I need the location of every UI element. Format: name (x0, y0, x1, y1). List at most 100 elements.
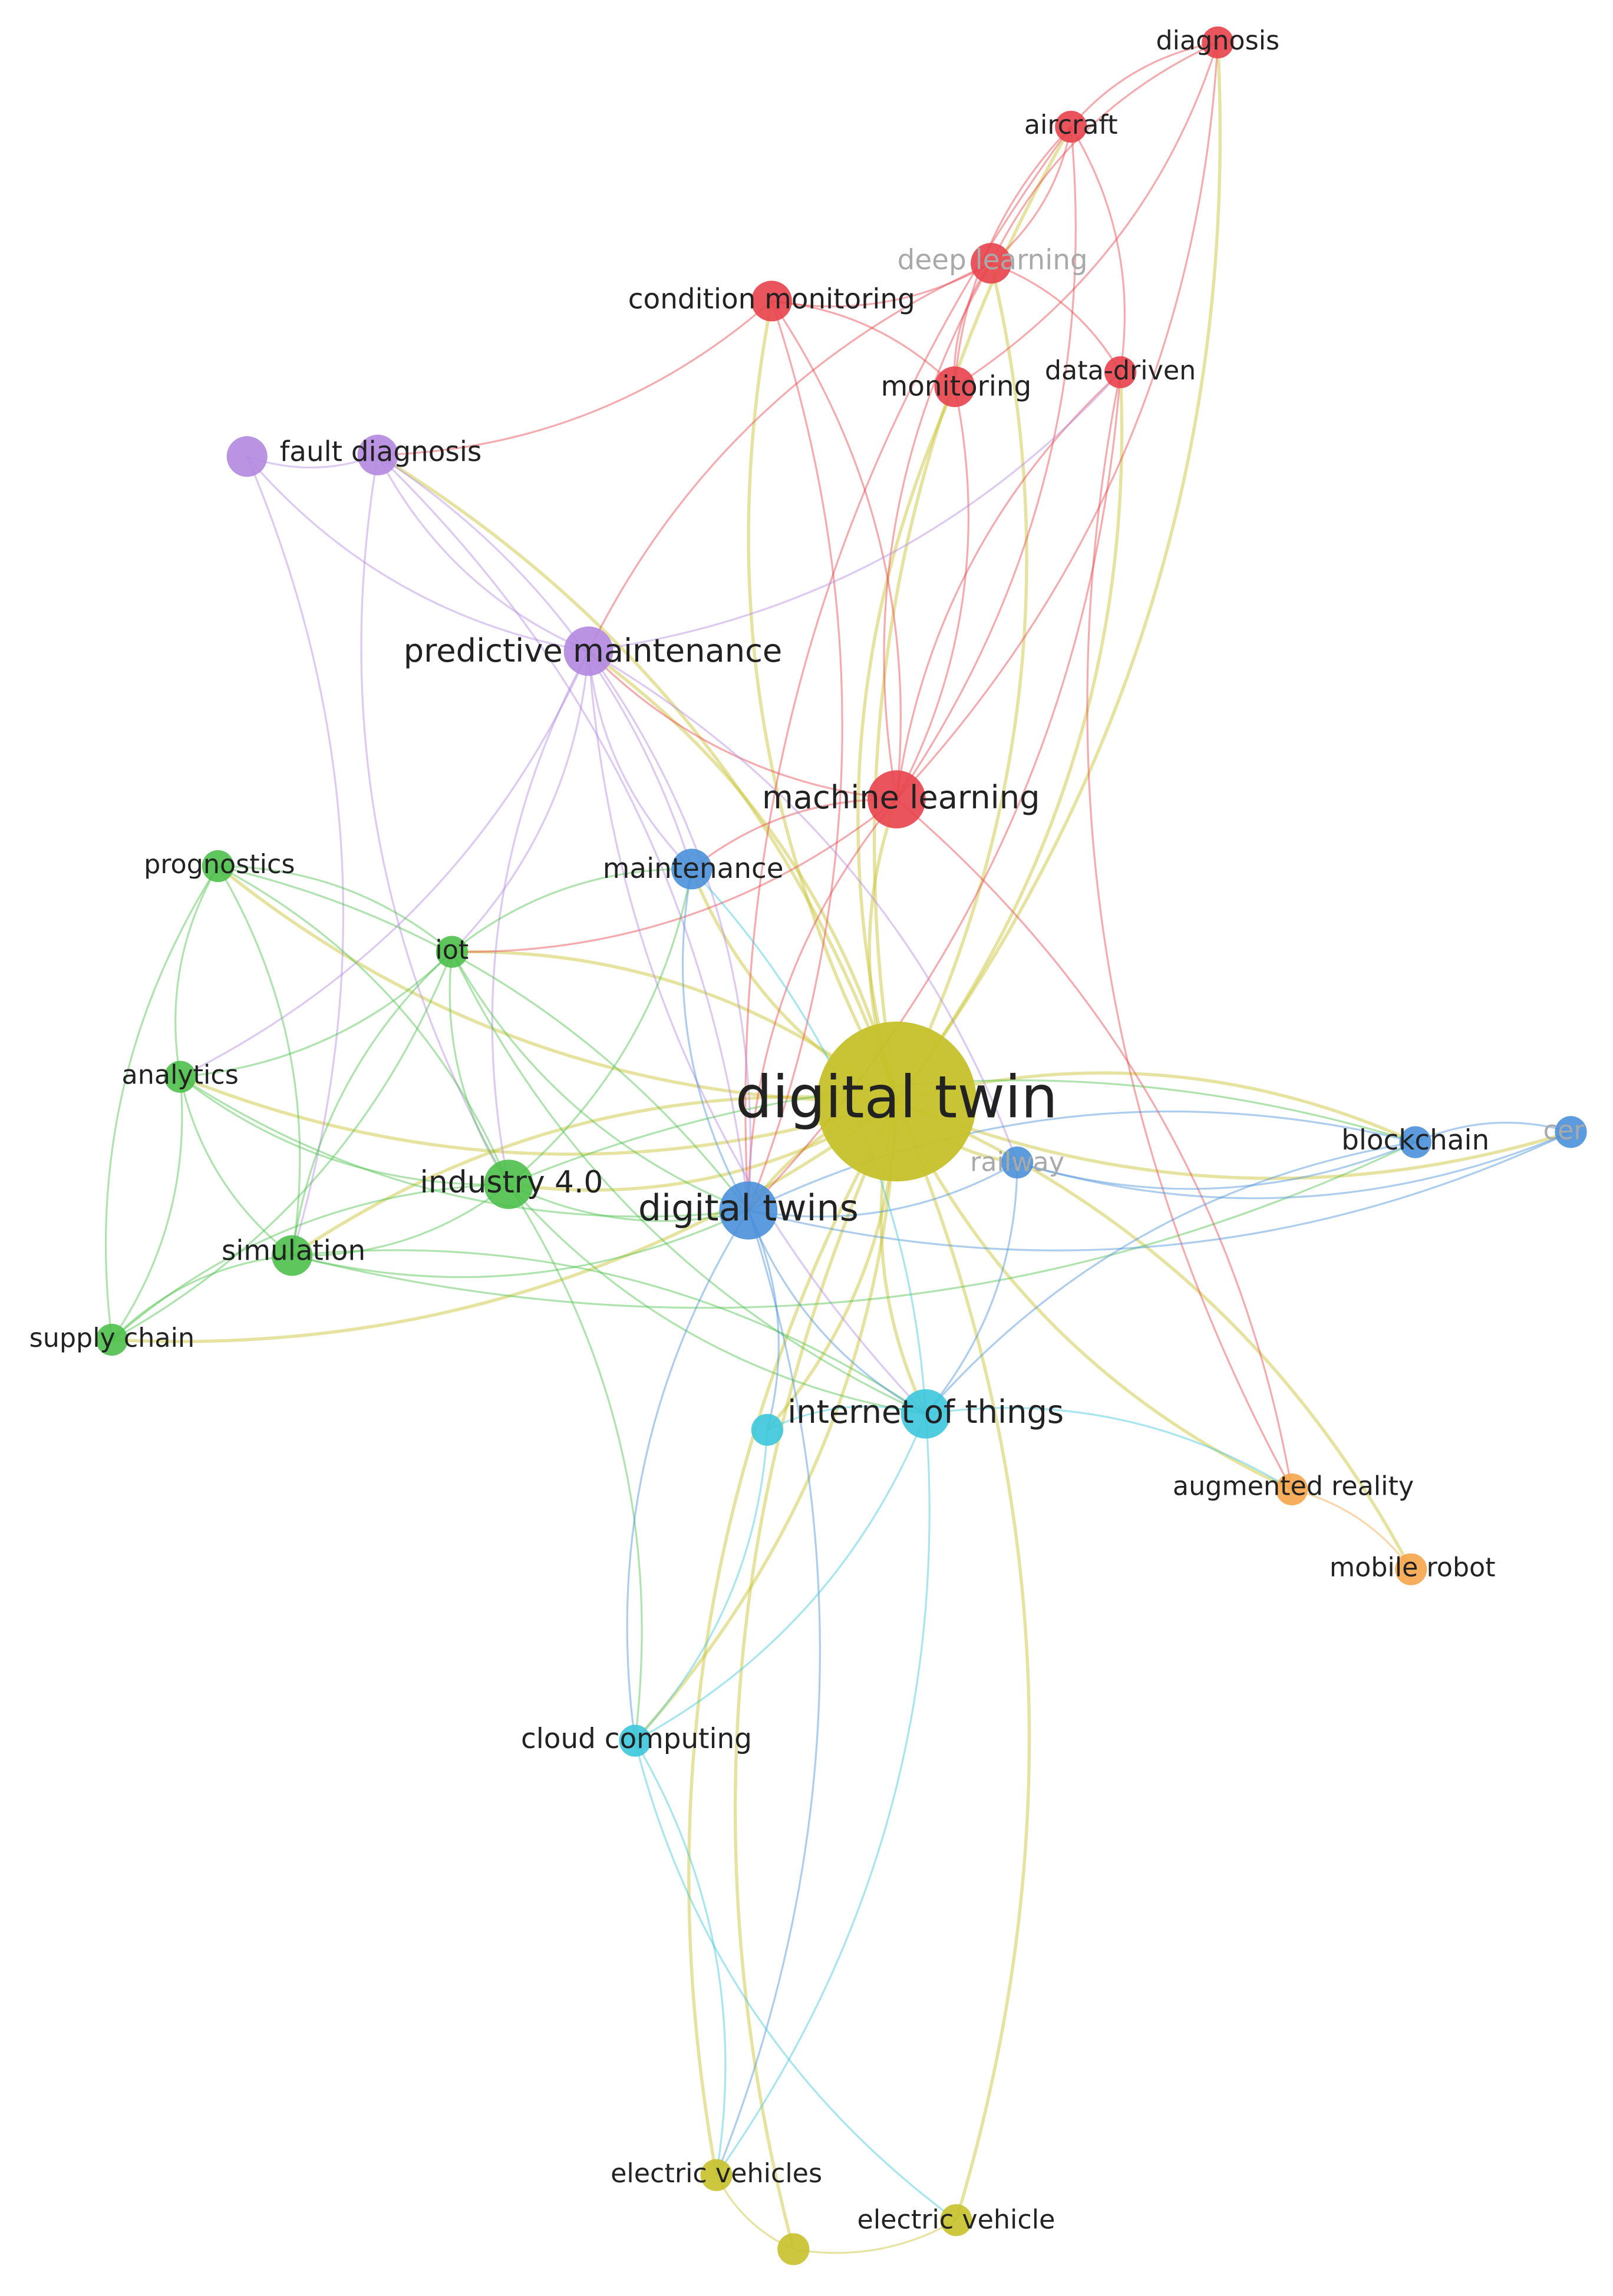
node-mobile-robot[interactable] (1395, 1553, 1427, 1585)
label-iot: iot (435, 936, 469, 966)
label-internet-of-things: internet of things (787, 1393, 1064, 1431)
link-digital-twins--cloud-computing (626, 1210, 750, 1741)
node-iot[interactable] (436, 936, 468, 968)
link-digital-twin--augmented-reality (895, 1101, 1293, 1491)
link-digital-twin--prognostics (217, 865, 897, 1104)
node-maintenance[interactable] (671, 848, 713, 890)
link-monitoring--diagnosis (954, 42, 1219, 388)
node-fault-diagnosis-2[interactable] (226, 436, 268, 477)
link-digital-twins--cer (748, 1131, 1572, 1251)
link-predictive-maintenance--analytics (180, 650, 590, 1078)
node-railway[interactable] (1001, 1147, 1034, 1179)
label-cer: cer (1543, 1115, 1585, 1145)
link-simulation--internet-of-things (292, 1249, 926, 1415)
link-machine-learning--aircraft (896, 126, 1077, 800)
link-digital-twin--diagnosis (895, 42, 1222, 1103)
node-simulation[interactable] (272, 1235, 313, 1276)
node-data-driven[interactable] (1104, 356, 1137, 388)
link-condition-monitoring--digital-twins (747, 300, 843, 1211)
link-machine-learning--maintenance (691, 798, 897, 870)
link-deep-learning--predictive-maintenance (588, 262, 992, 652)
label-digital-twin: digital twin (735, 1063, 1058, 1131)
label-electric-vehicles: electric vehicles (611, 2159, 822, 2189)
link-machine-learning--diagnosis (896, 42, 1219, 800)
link-analytics--prognostics (174, 865, 219, 1077)
node-prognostics[interactable] (202, 850, 234, 883)
node-electric-vehicles[interactable] (700, 2159, 733, 2191)
link-railway--cer (1017, 1131, 1572, 1200)
link-simulation--blockchain (292, 1141, 1416, 1309)
link-digital-twins--blockchain (748, 1110, 1416, 1211)
node-diagnosis[interactable] (1202, 26, 1234, 59)
link-digital-twin--predictive-maintenance (588, 650, 899, 1102)
label-deep-learning: deep learning (898, 245, 1088, 276)
link-digital-twin--electric-vehicle (895, 1101, 1031, 2221)
link-industry-4-0--digital-twins (508, 1183, 749, 1222)
node-digital-twin[interactable] (816, 1021, 977, 1182)
node-supply-chain[interactable] (95, 1323, 128, 1356)
link-digital-twin--electric-vehicles (687, 1101, 898, 2176)
node-aircraft[interactable] (1055, 110, 1087, 143)
link-digital-twins--railway (748, 1161, 1018, 1218)
link-predictive-maintenance--digital-twins (588, 650, 752, 1211)
node-industry-4-0[interactable] (484, 1159, 533, 1210)
label-prognostics: prognostics (144, 850, 295, 880)
label-monitoring: monitoring (881, 371, 1032, 402)
node-internet-of-things[interactable] (900, 1389, 951, 1439)
link-electric-vehicle--ev-bottom (793, 2219, 957, 2254)
link-aircraft--digital-twins (744, 126, 1072, 1211)
node-blockchain[interactable] (1399, 1126, 1431, 1158)
link-blockchain--internet-of-things (925, 1141, 1416, 1415)
node-electric-vehicle[interactable] (940, 2204, 972, 2236)
link-fault-diagnosis--industry-4-0 (360, 455, 510, 1185)
link-predictive-maintenance--maintenance (588, 651, 692, 870)
node-digital-twins[interactable] (719, 1181, 778, 1240)
link-simulation--analytics (179, 1076, 293, 1257)
link-internet-of-things--electric-vehicles (715, 1413, 931, 2176)
node-condition-monitoring[interactable] (751, 280, 792, 322)
link-machine-learning--data-driven (895, 371, 1121, 800)
label-condition-monitoring: condition monitoring (628, 283, 915, 315)
link-digital-twin--data-driven (895, 372, 1124, 1103)
label-diagnosis: diagnosis (1156, 26, 1279, 56)
link-simulation--digital-twins (292, 1210, 749, 1279)
link-machine-learning--deep-learning (883, 263, 992, 800)
link-industry-4-0--cloud-computing (507, 1184, 643, 1741)
node-iot-small[interactable] (751, 1413, 784, 1446)
link-analytics--supply-chain (111, 1076, 183, 1340)
label-maintenance: maintenance (603, 853, 784, 885)
link-digital-twins--internet-of-things (747, 1210, 926, 1415)
node-augmented-reality[interactable] (1275, 1473, 1308, 1506)
label-fault-diagnosis: fault diagnosis (280, 436, 481, 468)
label-supply-chain: supply chain (29, 1323, 194, 1353)
link-simulation--iot (291, 951, 453, 1256)
label-data-driven: data-driven (1045, 356, 1196, 386)
node-fault-diagnosis[interactable] (357, 434, 398, 475)
link-condition-monitoring--deep-learning (771, 262, 992, 308)
link-industry-4-0--analytics (179, 1076, 509, 1186)
node-cloud-computing[interactable] (619, 1725, 651, 1757)
node-monitoring[interactable] (934, 366, 975, 407)
link-cloud-computing--electric-vehicle (634, 1740, 957, 2221)
node-predictive-maintenance[interactable] (563, 626, 613, 676)
label-digital-twins: digital twins (638, 1187, 859, 1230)
link-digital-twins--maintenance (681, 868, 750, 1211)
link-industry-4-0--supply-chain (111, 1183, 509, 1341)
label-aircraft: aircraft (1024, 110, 1118, 140)
link-prognostics--iot (217, 865, 453, 953)
label-cloud-computing: cloud computing (521, 1723, 752, 1755)
node-ev-bottom[interactable] (777, 2233, 810, 2265)
node-analytics[interactable] (164, 1061, 196, 1093)
link-deep-learning--aircraft (990, 126, 1072, 265)
node-deep-learning[interactable] (971, 243, 1012, 284)
link-machine-learning--augmented-reality (896, 798, 1293, 1490)
node-cer[interactable] (1555, 1116, 1587, 1148)
node-machine-learning[interactable] (867, 770, 926, 829)
label-industry-4-0: industry 4.0 (420, 1165, 603, 1200)
link-data-driven--aircraft (1070, 126, 1126, 373)
link-prognostics--supply-chain (104, 865, 219, 1340)
link-iot--maintenance (451, 868, 692, 953)
link-simulation--supply-chain (111, 1254, 292, 1341)
label-augmented-reality: augmented reality (1173, 1471, 1414, 1501)
